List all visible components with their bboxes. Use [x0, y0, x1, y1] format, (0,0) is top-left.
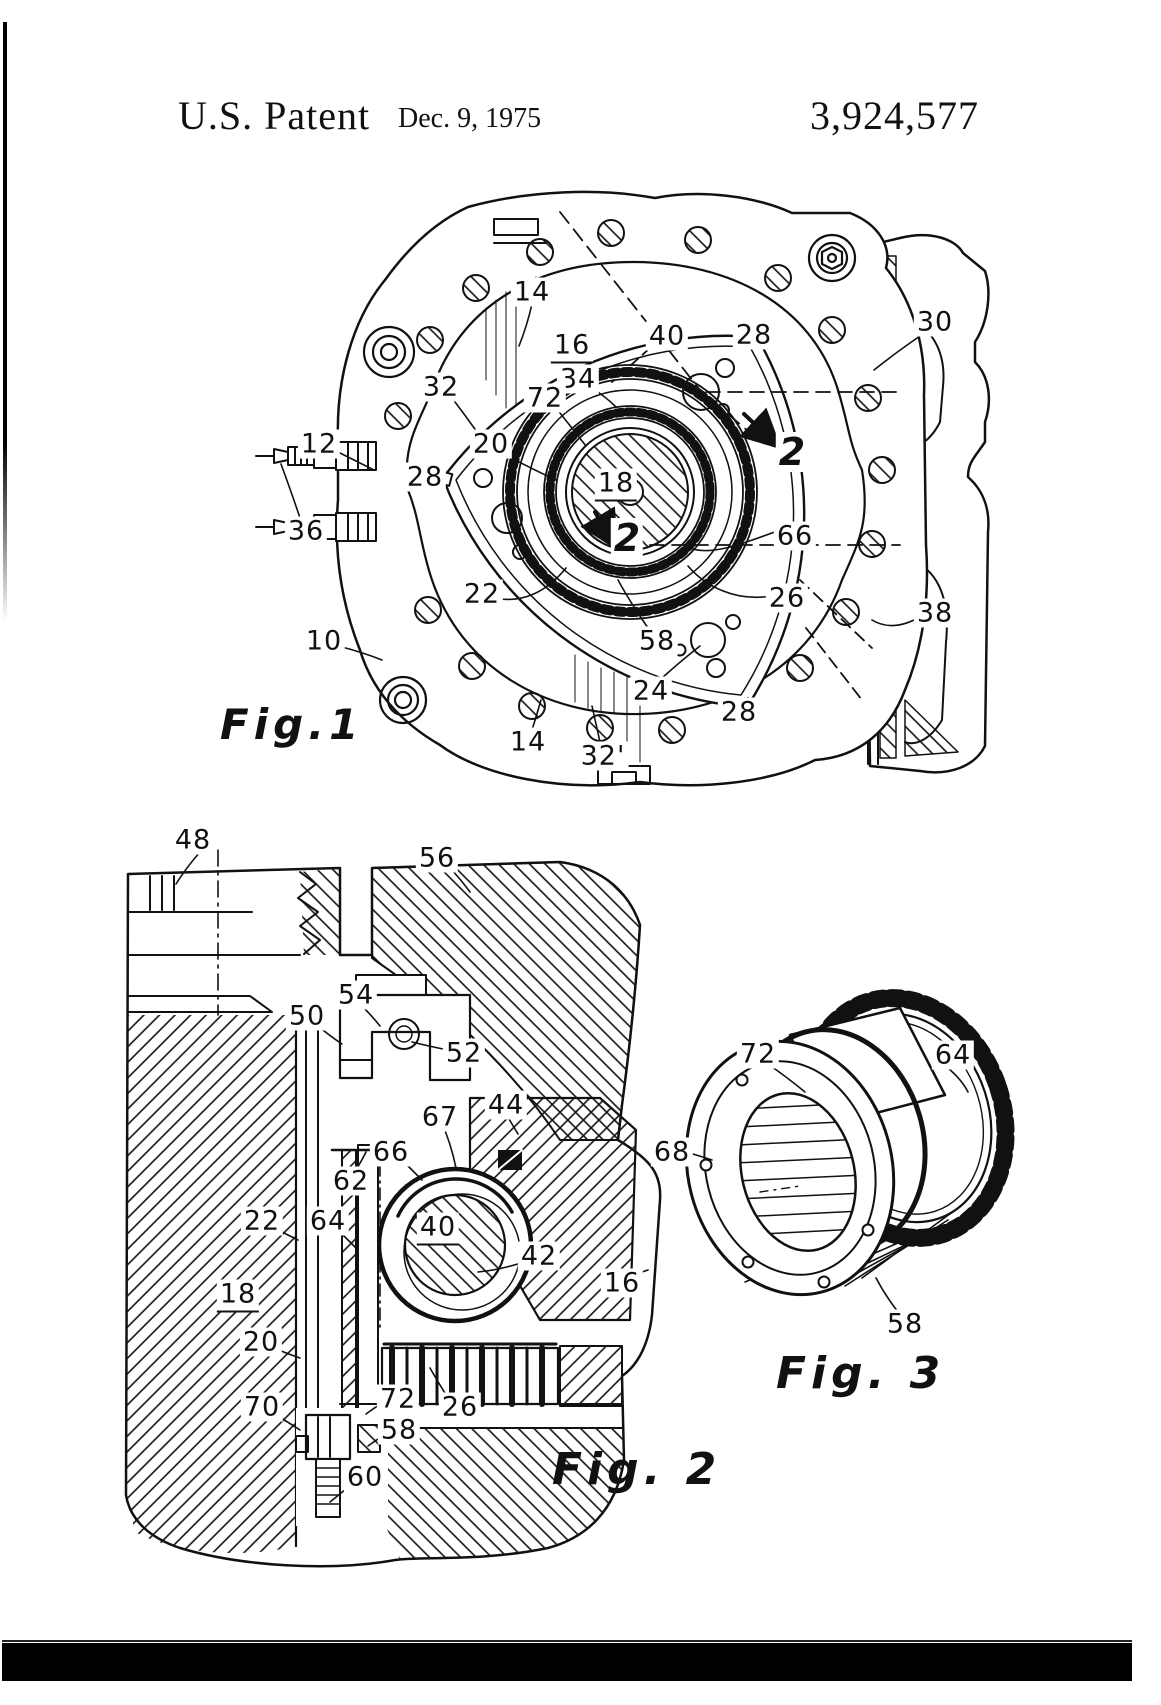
- fig1-ref-label: 10: [302, 626, 346, 656]
- fig2-ref-label: 62: [329, 1166, 373, 1196]
- fig2-ref-label: 20: [239, 1327, 283, 1357]
- fig2-ref-label: 72: [376, 1384, 420, 1414]
- fig1-ref-label: 28: [732, 320, 776, 350]
- fig2-left-slab: [126, 1015, 296, 1554]
- fig1-ref-label: 16: [550, 330, 594, 364]
- fig2-ref-label: 48: [171, 825, 215, 855]
- fig1-ref-label: 22: [460, 579, 504, 609]
- fig3-drawing: [684, 989, 1015, 1313]
- fig1-section-numeral: 2: [775, 432, 809, 472]
- fig2-ref-label: 18: [216, 1279, 260, 1313]
- fig1-ref-label: 28: [717, 697, 761, 727]
- fig1-ref-label: 40: [645, 321, 689, 351]
- fig1-ref-label: 26: [765, 583, 809, 613]
- fig1-ref-label: 14: [506, 727, 550, 757]
- fig2-thread-wedge: [300, 868, 340, 955]
- fig2-ref-label: 54: [334, 980, 378, 1010]
- fig2-ref-label: 66: [369, 1137, 413, 1167]
- fig2-ref-label: 50: [285, 1001, 329, 1031]
- patent-header-date: Dec. 9, 1975: [398, 103, 542, 134]
- fig1-ref-label: 32: [419, 372, 463, 402]
- fig2-ref-label: 56: [415, 843, 459, 873]
- fig1-ref-label: 34: [556, 364, 600, 394]
- fig2-ref-label: 52: [442, 1038, 486, 1068]
- fig2-ref-label: 64: [306, 1206, 350, 1236]
- fig1-ref-label: 30: [913, 307, 957, 337]
- fig1-ref-label: 14: [510, 277, 554, 307]
- fig1-ref-label: 58: [635, 626, 679, 656]
- fig2-ref-label: 70: [240, 1392, 284, 1422]
- fig2-end-cap: [127, 849, 301, 1016]
- fig3-ref-label: 58: [883, 1309, 927, 1339]
- fig1-ref-label: 20: [469, 429, 513, 459]
- patent-header-title: U.S. Patent: [178, 93, 371, 138]
- fig2-sleeves: [330, 1144, 380, 1431]
- fig2-ref-label: 67: [418, 1102, 462, 1132]
- fig2-ref-label: 22: [240, 1206, 284, 1236]
- fig3-ref-label: 68: [650, 1137, 694, 1167]
- fig2-bottom-mass: [356, 1428, 624, 1560]
- fig2-caption: Fig. 2: [552, 1444, 722, 1495]
- fig3-ref-label: 64: [931, 1040, 975, 1070]
- fig2-ref-label: 26: [438, 1392, 482, 1422]
- fig3-ref-label: 72: [736, 1039, 780, 1069]
- fig1-section-numeral: 2: [610, 518, 644, 558]
- fig1-caption: Fig.1: [220, 700, 364, 749]
- fig2-threads: [297, 871, 321, 955]
- fig1-bolt-bosses: [362, 233, 857, 725]
- fig3-caption: Fig. 3: [776, 1348, 946, 1399]
- fig2-drawing: [124, 849, 662, 1568]
- fig1-ref-label: 38: [913, 598, 957, 628]
- fig1-ref-label: 12: [297, 429, 341, 459]
- fig2-ref-label: 60: [343, 1462, 387, 1492]
- patent-header-number: 3,924,577: [810, 93, 979, 138]
- fig1-ref-label: 28: [403, 462, 447, 492]
- fig1-ref-label: 72: [523, 383, 567, 413]
- fig2-ref-label: 16: [600, 1268, 644, 1298]
- scan-bottom-bar: [2, 1640, 1132, 1681]
- fig1-ref-label: 18: [594, 468, 638, 502]
- fig2-ref-label: 44: [484, 1090, 528, 1120]
- fig2-ref-label: 40: [416, 1212, 460, 1246]
- scan-margin-line: [3, 22, 7, 622]
- fig1-ref-label: 36: [284, 516, 328, 546]
- fig1-ref-label: 24: [629, 676, 673, 706]
- fig2-ref-label: 42: [517, 1241, 561, 1271]
- fig1-ref-label: 32': [577, 741, 629, 771]
- fig1-ref-label: 66: [773, 521, 817, 551]
- fig2-ref-label: 58: [377, 1415, 421, 1445]
